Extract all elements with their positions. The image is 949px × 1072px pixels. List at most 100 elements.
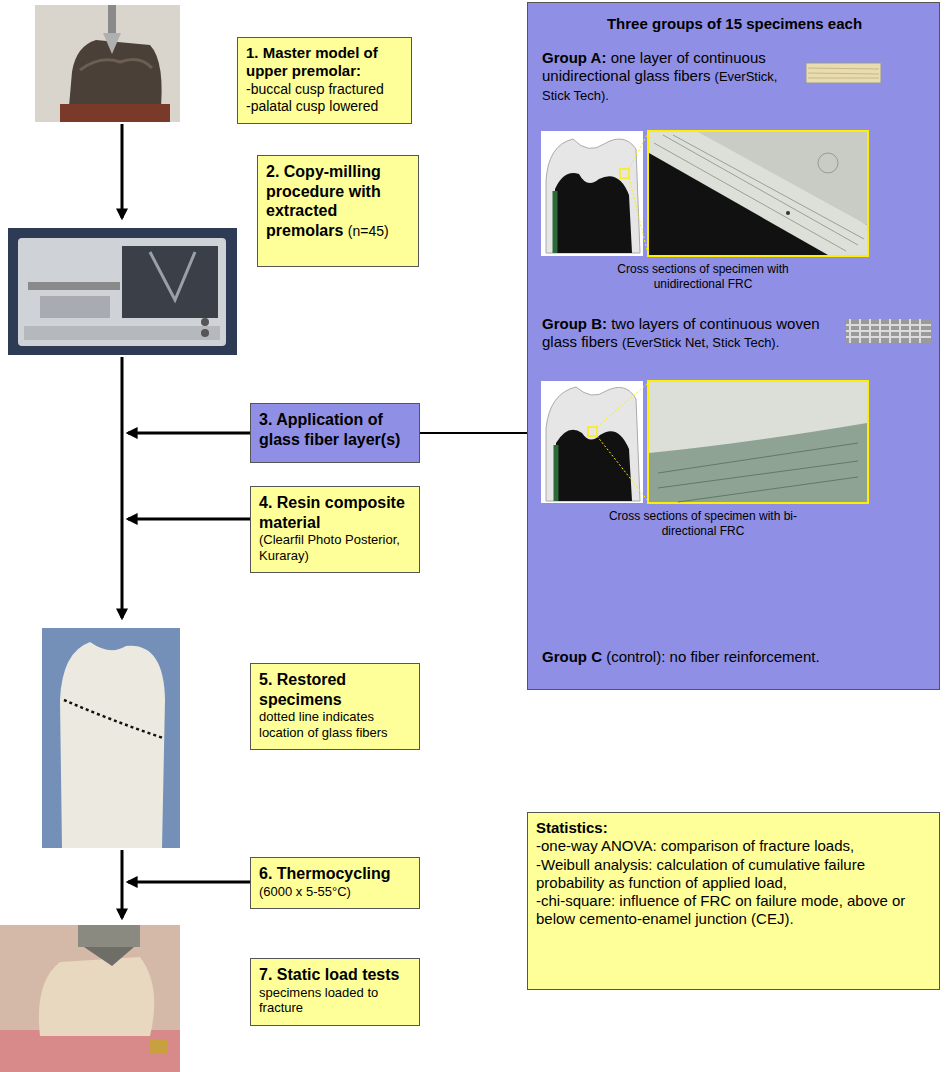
product-name: (EverStick Net, Stick Tech). [622, 335, 779, 350]
copy-milling-photo [8, 228, 237, 355]
illustration-shape [64, 700, 163, 738]
statistics-item: -Weibull analysis: calculation of cumula… [536, 856, 931, 893]
illustration-shape [546, 139, 640, 253]
illustration-shape [42, 628, 180, 848]
illustration-shape [28, 282, 120, 290]
text-group: 5. Restored specimensdotted line indicat… [259, 670, 411, 741]
box-text: -buccal cusp fractured [246, 81, 403, 98]
illustration-shape [648, 131, 868, 256]
illustration-shape [201, 318, 209, 326]
illustration-shape [60, 104, 170, 122]
illustration-shape [84, 947, 134, 966]
illustration-shape [108, 5, 116, 33]
step-box: 2. Copy-milling procedure with extracted… [257, 155, 419, 267]
woven-fiber-photo [846, 319, 931, 343]
panel-heading: Statistics: [536, 819, 931, 837]
cross-section-a [541, 131, 868, 256]
text-group: Group C(control): no fiber reinforcement… [542, 648, 932, 666]
illustration-shape [554, 445, 559, 501]
text-group: Three groups of 15 specimens each [528, 15, 941, 33]
illustration-shape [629, 133, 648, 169]
illustration-shape [808, 73, 879, 74]
illustration-shape [673, 135, 864, 239]
illustration-shape [658, 461, 858, 488]
connector-line [420, 432, 527, 434]
unidirectional-fiber-photo [806, 63, 881, 83]
restored-specimen-photo [42, 628, 180, 848]
statistics-box: Statistics:-one-way ANOVA: comparison of… [527, 812, 940, 990]
illustration-shape [678, 477, 858, 502]
text-group: 1. Master model of upper premolar:-bucca… [246, 44, 403, 115]
illustration-shape [648, 381, 868, 503]
box-heading: 3. Application of glass fiber layer(s) [259, 410, 411, 449]
illustration-shape [806, 63, 881, 83]
illustration-shape [553, 191, 558, 253]
step-box: 5. Restored specimensdotted line indicat… [250, 663, 420, 750]
text-group: 6. Thermocycling(6000 x 5-55°C) [259, 864, 411, 899]
illustration-shape [658, 443, 858, 473]
box-heading: 6. Thermocycling [259, 864, 411, 884]
group-name: Group A: [542, 49, 606, 66]
text-group: 3. Application of glass fiber layer(s) [259, 410, 411, 449]
illustration-shape [24, 326, 220, 340]
illustration-shape [786, 211, 790, 215]
text-group: Cross sections of specimen with bi-direc… [598, 509, 808, 538]
flow-arrow [128, 432, 250, 435]
illustration-shape [60, 642, 165, 848]
step-box: 6. Thermocycling(6000 x 5-55°C) [250, 857, 420, 909]
box-heading: 7. Static load tests [259, 965, 411, 985]
load-test-photo [0, 925, 180, 1072]
illustration-shape [541, 131, 643, 256]
box-text: dotted line indicates location of glass … [259, 709, 411, 741]
illustration-shape [818, 153, 838, 173]
group-name: Group B: [542, 315, 607, 332]
step-box: 1. Master model of upper premolar:-bucca… [237, 37, 412, 124]
box-text: (Clearfil Photo Posterior, Kuraray) [259, 532, 411, 564]
illustration-shape [0, 925, 180, 1072]
illustration-shape [80, 60, 152, 70]
image-caption: Cross sections of specimen with unidirec… [598, 262, 808, 291]
box-text: (n=45) [348, 223, 389, 239]
group-text: (control): no fiber reinforcement. [606, 648, 819, 665]
step-box: 3. Application of glass fiber layer(s) [250, 403, 420, 463]
text-group: Group B:two layers of continuous woven g… [542, 315, 842, 352]
box-heading: 4. Resin composite material [259, 493, 411, 532]
illustration-shape [18, 238, 226, 346]
illustration-shape [629, 178, 648, 254]
illustration-shape [546, 387, 640, 501]
illustration-shape [663, 135, 858, 245]
statistics-item: -one-way ANOVA: comparison of fracture l… [536, 837, 931, 855]
illustration-shape [649, 132, 867, 255]
illustration-shape [541, 381, 643, 503]
flow-arrow [128, 881, 250, 884]
text-group: 4. Resin composite material(Clearfil Pho… [259, 493, 411, 564]
text-group: 7. Static load testsspecimens loaded to … [259, 965, 411, 1016]
step-box: 7. Static load testsspecimens loaded to … [250, 958, 420, 1026]
illustration-shape [597, 383, 648, 427]
box-heading: 5. Restored specimens [259, 670, 411, 709]
illustration-shape [846, 319, 931, 343]
image-caption: Cross sections of specimen with bi-direc… [598, 509, 808, 538]
box-text: -palatal cusp lowered [246, 98, 403, 115]
illustration-shape [597, 436, 648, 501]
group-name: Group C [542, 648, 602, 665]
panel-heading: 1. Master model of upper premolar: [246, 44, 403, 81]
box-text: specimens loaded to fracture [259, 985, 411, 1017]
flow-arrow [121, 850, 124, 918]
illustration-shape [8, 228, 237, 355]
illustration-shape [35, 5, 180, 122]
text-group: 2. Copy-milling procedure with extracted… [266, 162, 410, 240]
illustration-shape [554, 173, 632, 253]
flow-arrow [121, 357, 124, 618]
text-group: Cross sections of specimen with unidirec… [598, 262, 808, 291]
illustration-shape [654, 143, 846, 251]
illustration-shape [588, 427, 597, 436]
cross-section-b [541, 381, 868, 503]
text-group: Group A:one layer of continuous unidirec… [542, 49, 804, 104]
flow-arrow [128, 518, 250, 521]
illustration-shape [122, 246, 218, 318]
illustration-shape [150, 252, 195, 300]
illustration-shape [40, 296, 110, 318]
